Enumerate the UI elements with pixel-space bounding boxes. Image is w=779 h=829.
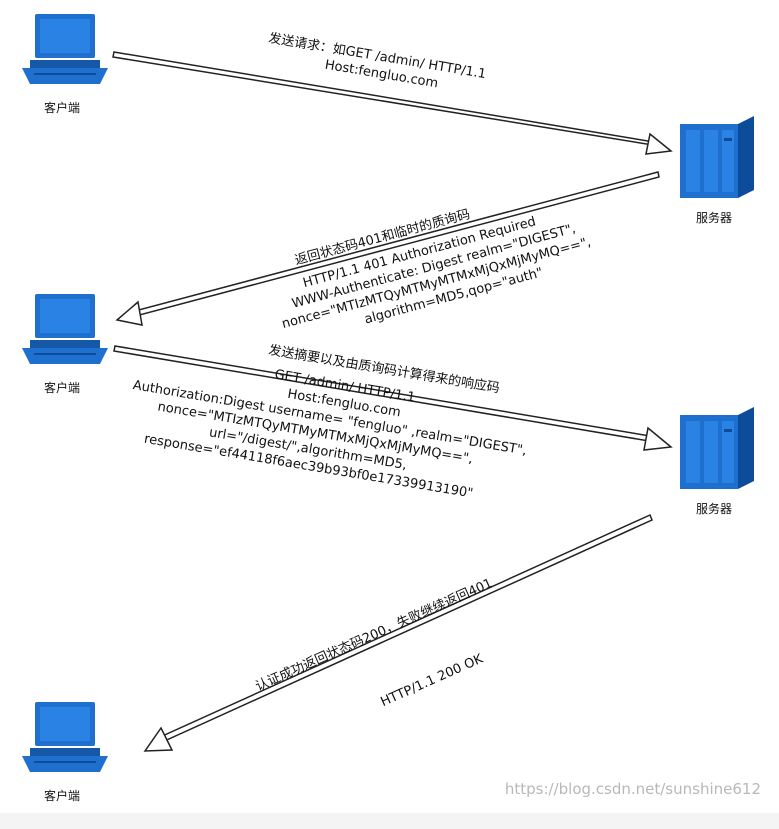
computer-icon: [22, 702, 108, 772]
computer-icon: [22, 294, 108, 364]
computer-icon: [22, 14, 108, 84]
server-label: 服务器: [696, 211, 733, 225]
footer-strip: [0, 813, 779, 829]
arrow-digest-response: [113, 345, 673, 451]
server-label: 服务器: [696, 502, 733, 516]
client-node-1: 客户端: [20, 12, 110, 115]
client-label: 客户端: [44, 101, 81, 115]
client-label: 客户端: [44, 789, 81, 803]
client-node-3: 客户端: [20, 700, 110, 803]
arrow-request: [112, 51, 673, 155]
server-node-1: 服务器: [680, 116, 756, 225]
client-node-2: 客户端: [20, 292, 110, 395]
watermark-text: https://blog.csdn.net/sunshine612: [504, 780, 761, 798]
client-label: 客户端: [44, 381, 81, 395]
arrow-challenge: [115, 171, 660, 326]
server-node-2: 服务器: [680, 407, 756, 516]
server-icon: [680, 407, 754, 489]
arrow-auth-result: [143, 513, 653, 752]
server-icon: [680, 116, 754, 198]
